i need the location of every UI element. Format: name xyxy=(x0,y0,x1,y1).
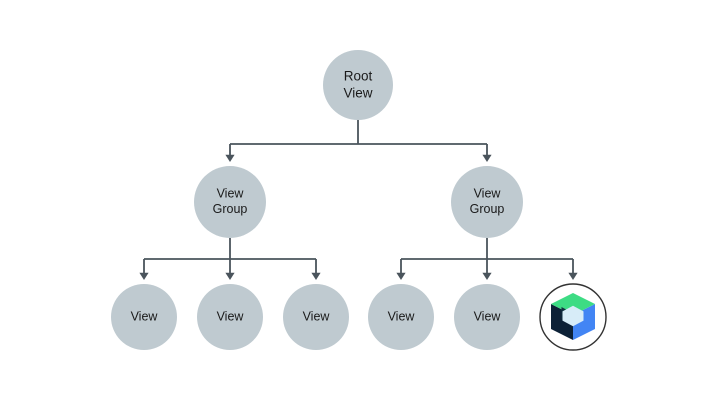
right-group-to-leaves-arrow-2 xyxy=(568,272,578,280)
node-view-leaf-0-circle[interactable] xyxy=(111,284,177,350)
node-root-view-circle[interactable] xyxy=(323,50,393,120)
node-view-leaf-2[interactable]: View xyxy=(283,284,349,350)
left-group-to-leaves-connector xyxy=(139,238,321,280)
node-view-leaf-4-circle[interactable] xyxy=(454,284,520,350)
left-group-to-leaves-arrow-2 xyxy=(311,272,321,280)
right-group-to-leaves-arrow-1 xyxy=(482,272,492,280)
node-view-leaf-4[interactable]: View xyxy=(454,284,520,350)
root-to-groups-arrow-1 xyxy=(482,154,492,162)
node-view-group-right-circle[interactable] xyxy=(451,166,523,238)
right-group-to-leaves-arrow-0 xyxy=(396,272,406,280)
left-group-to-leaves-arrow-1 xyxy=(225,272,235,280)
connector-edges-group xyxy=(139,120,578,280)
node-view-leaf-1-circle[interactable] xyxy=(197,284,263,350)
node-view-leaf-3[interactable]: View xyxy=(368,284,434,350)
root-to-groups-arrow-0 xyxy=(225,154,235,162)
right-group-to-leaves-connector xyxy=(396,238,578,280)
node-view-leaf-1[interactable]: View xyxy=(197,284,263,350)
node-view-leaf-0[interactable]: View xyxy=(111,284,177,350)
node-view-leaf-2-circle[interactable] xyxy=(283,284,349,350)
root-to-groups-connector xyxy=(225,120,492,162)
node-view-group-left-circle[interactable] xyxy=(194,166,266,238)
left-group-to-leaves-arrow-0 xyxy=(139,272,149,280)
jetpack-compose-logo[interactable] xyxy=(539,283,607,351)
compose-center-hexagon xyxy=(562,305,584,327)
node-view-leaf-3-circle[interactable] xyxy=(368,284,434,350)
